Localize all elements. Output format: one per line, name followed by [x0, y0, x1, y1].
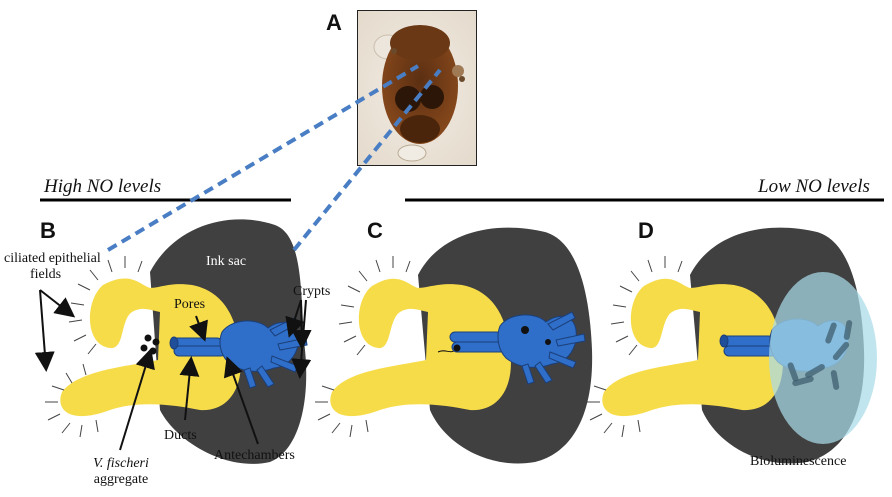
high-no-title: High NO levels [44, 176, 162, 197]
antechambers-label: Antechambers [214, 448, 295, 463]
ciliated-label-2: fields [30, 267, 62, 282]
crypts-label: Crypts [293, 284, 331, 299]
dashed-connector-left [106, 64, 420, 252]
vfischeri-label-1: V. fischeri [93, 456, 149, 471]
yellow-organ-b [60, 278, 241, 417]
pores-label: Pores [174, 297, 206, 312]
yellow-organ-d [602, 278, 783, 417]
ducts-label: Ducts [164, 428, 197, 443]
cilia-d [587, 256, 683, 438]
annotation-arrows [34, 289, 312, 451]
cilia-c [315, 256, 411, 438]
dashed-connector-right [292, 68, 442, 252]
panel-label-c: C [367, 218, 383, 243]
cilia-b [45, 256, 143, 438]
panel-b-organ [45, 219, 308, 464]
yellow-organ-c [330, 278, 511, 417]
panel-label-b: B [40, 218, 56, 243]
panel-c-organ [315, 227, 593, 464]
ducts-c [449, 311, 586, 385]
bioluminescence-glow [769, 272, 877, 444]
panel-label-d: D [638, 218, 654, 243]
ink-sac-label: Ink sac [206, 254, 247, 269]
vfischeri-label-2: aggregate [93, 472, 149, 487]
low-no-title: Low NO levels [758, 176, 870, 197]
squid-photo [357, 10, 477, 166]
ciliated-label-1: ciliated epithelial [4, 251, 101, 266]
bioluminescence-label: Bioluminescence [750, 454, 847, 469]
panel-d-organ [587, 227, 877, 464]
panel-label-a: A [326, 10, 342, 35]
